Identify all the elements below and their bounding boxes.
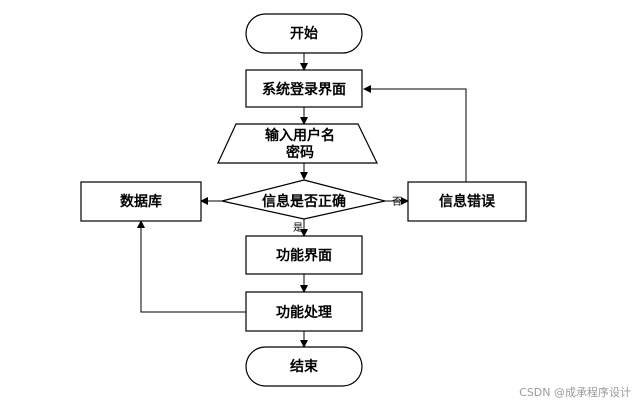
start-node: 开始 — [245, 13, 363, 54]
function-proc-node: 功能处理 — [245, 291, 363, 332]
check-label: 信息是否正确 — [262, 193, 346, 210]
edge-proc-database — [137, 220, 246, 313]
function-ui-shape — [245, 235, 363, 275]
input-shape — [217, 123, 378, 164]
login-label: 系统登录界面 — [262, 81, 346, 98]
login-shape — [245, 69, 363, 108]
database-node: 数据库 — [80, 181, 202, 222]
edge-label-no: 否 — [392, 196, 402, 208]
function-proc-shape — [245, 291, 363, 332]
end-label: 结束 — [290, 358, 319, 375]
input-label-line2: 密码 — [285, 144, 314, 161]
watermark: CSDN @成承程序设计 — [519, 386, 631, 399]
check-node: 信息是否正确 — [221, 179, 386, 220]
input-node: 输入用户名 密码 — [217, 123, 378, 164]
function-ui-label: 功能界面 — [276, 247, 332, 264]
start-shape — [245, 13, 363, 54]
database-shape — [80, 181, 202, 222]
error-shape — [407, 181, 527, 222]
start-label: 开始 — [290, 25, 318, 42]
edge-error-login — [363, 85, 467, 182]
edge-label-yes: 是 — [293, 222, 303, 234]
function-proc-label: 功能处理 — [276, 304, 332, 321]
database-label: 数据库 — [120, 193, 162, 210]
end-node: 结束 — [245, 346, 363, 387]
error-node: 信息错误 — [407, 181, 527, 222]
input-label-line1: 输入用户名 — [265, 127, 335, 144]
check-shape — [221, 179, 386, 220]
function-ui-node: 功能界面 — [245, 235, 363, 275]
error-label: 信息错误 — [439, 193, 496, 210]
login-node: 系统登录界面 — [245, 69, 363, 108]
edges — [137, 53, 467, 348]
end-shape — [245, 346, 363, 387]
